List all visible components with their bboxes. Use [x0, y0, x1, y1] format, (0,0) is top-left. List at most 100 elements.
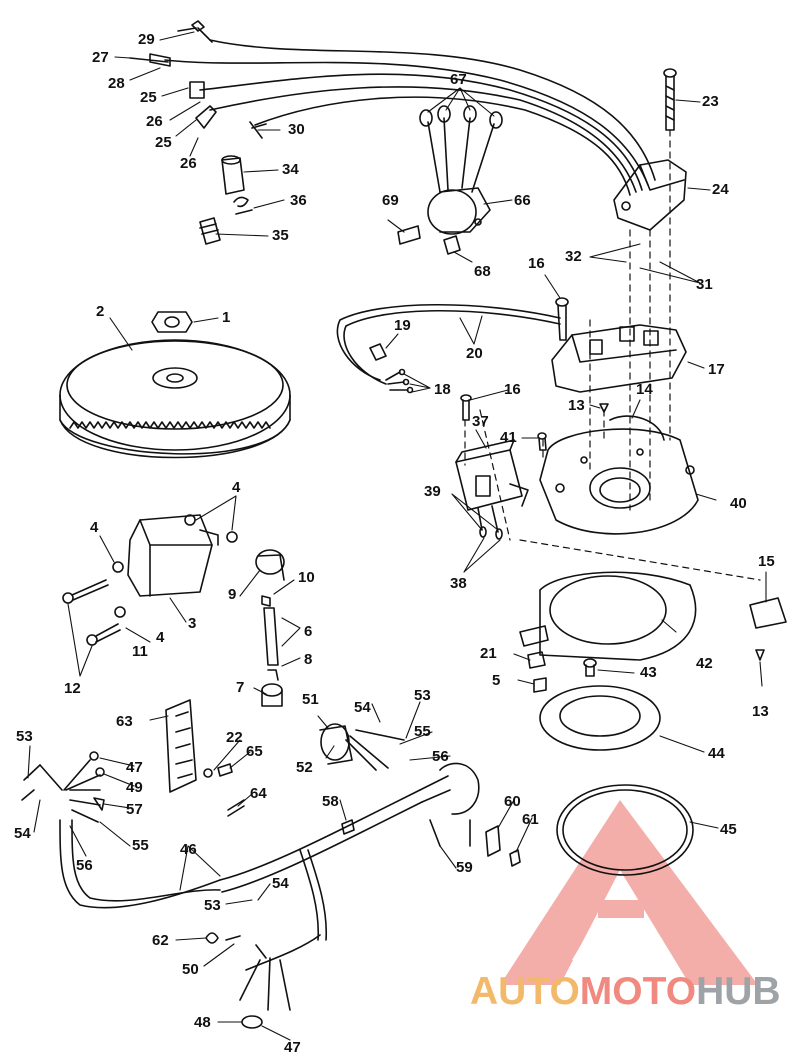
callout-54: 54 [14, 825, 31, 842]
watermark-hub: HUB [696, 970, 781, 1013]
callout-13: 13 [568, 397, 585, 414]
callout-2: 2 [96, 303, 105, 320]
callout-38: 38 [450, 575, 467, 592]
callout-27: 27 [92, 49, 109, 66]
callout-12: 12 [64, 680, 81, 697]
callout-47: 47 [126, 759, 143, 776]
callout-46: 46 [180, 841, 197, 858]
callout-69: 69 [382, 192, 399, 209]
callout-37: 37 [472, 413, 489, 430]
terminal-block-63 [165, 699, 245, 817]
clamp-60 [485, 825, 521, 867]
callout-16: 16 [528, 255, 545, 272]
sleeve-and-connector [199, 155, 253, 245]
callout-28: 28 [108, 75, 125, 92]
callout-30: 30 [288, 121, 305, 138]
callout-32: 32 [565, 248, 582, 265]
callout-56: 56 [432, 748, 449, 765]
callout-35: 35 [272, 227, 289, 244]
callout-55: 55 [132, 837, 149, 854]
assembly-lines [464, 129, 761, 581]
stator-plate-40 [537, 415, 699, 535]
callout-40: 40 [730, 495, 747, 512]
callout-34: 34 [282, 161, 299, 178]
callout-61: 61 [522, 811, 539, 828]
callout-41: 41 [500, 429, 517, 446]
callout-26: 26 [146, 113, 163, 130]
callout-20: 20 [466, 345, 483, 362]
ring-45 [556, 784, 694, 876]
callout-53: 53 [16, 728, 33, 745]
callout-42: 42 [696, 655, 713, 672]
small-terminals [205, 819, 355, 944]
callout-56: 56 [76, 857, 93, 874]
callout-19: 19 [394, 317, 411, 334]
callout-23: 23 [702, 93, 719, 110]
leader-lines [27, 31, 767, 1041]
callout-14: 14 [636, 381, 653, 398]
ignition-coil-3 [112, 514, 285, 707]
trigger-leads [336, 303, 561, 394]
connector-51 [319, 723, 405, 771]
callout-9: 9 [228, 586, 237, 603]
callout-53: 53 [414, 687, 431, 704]
callout-59: 59 [456, 859, 473, 876]
callout-4: 4 [156, 629, 165, 646]
callout-51: 51 [302, 691, 319, 708]
callout-43: 43 [640, 664, 657, 681]
callout-25: 25 [140, 89, 157, 106]
callout-67: 67 [450, 71, 467, 88]
callout-62: 62 [152, 932, 169, 949]
callout-10: 10 [298, 569, 315, 586]
callout-44: 44 [708, 745, 725, 762]
callout-4: 4 [90, 519, 99, 536]
screws-12 [62, 579, 121, 646]
callout-55: 55 [414, 723, 431, 740]
callout-1: 1 [222, 309, 231, 326]
callout-8: 8 [304, 651, 313, 668]
charge-coil-24 [613, 159, 687, 231]
callout-16: 16 [504, 381, 521, 398]
callout-11: 11 [132, 643, 148, 660]
callout-5: 5 [492, 672, 501, 689]
callout-13: 13 [752, 703, 769, 720]
callout-4: 4 [232, 479, 241, 496]
callout-36: 36 [290, 192, 307, 209]
callout-63: 63 [116, 713, 133, 730]
power-pack-37 [455, 439, 529, 540]
callout-24: 24 [712, 181, 729, 198]
callout-57: 57 [126, 801, 143, 818]
callout-50: 50 [182, 961, 199, 978]
callout-7: 7 [236, 679, 245, 696]
left-harness [21, 751, 221, 909]
watermark-logo-mark [500, 800, 758, 985]
callout-29: 29 [138, 31, 155, 48]
callout-53: 53 [204, 897, 221, 914]
callout-60: 60 [504, 793, 521, 810]
callout-15: 15 [758, 553, 775, 570]
ring-44 [539, 685, 661, 751]
callout-66: 66 [514, 192, 531, 209]
callout-47: 47 [284, 1039, 301, 1056]
timer-base-17 [551, 324, 687, 393]
screws-small [460, 394, 609, 421]
screw-16-upper [555, 297, 569, 341]
main-harness-46 [219, 762, 480, 1029]
bolt-23 [663, 68, 677, 131]
retainer-ring-42 [519, 571, 697, 693]
callout-48: 48 [194, 1014, 211, 1031]
callout-49: 49 [126, 779, 143, 796]
flywheel-2 [59, 311, 291, 459]
callout-39: 39 [424, 483, 441, 500]
callout-65: 65 [246, 743, 263, 760]
solenoid-assembly [397, 105, 503, 255]
callout-17: 17 [708, 361, 725, 378]
callout-18: 18 [434, 381, 451, 398]
callout-6: 6 [304, 623, 313, 640]
callout-25: 25 [155, 134, 172, 151]
callout-68: 68 [474, 263, 491, 280]
callout-58: 58 [322, 793, 339, 810]
callout-64: 64 [250, 785, 267, 802]
